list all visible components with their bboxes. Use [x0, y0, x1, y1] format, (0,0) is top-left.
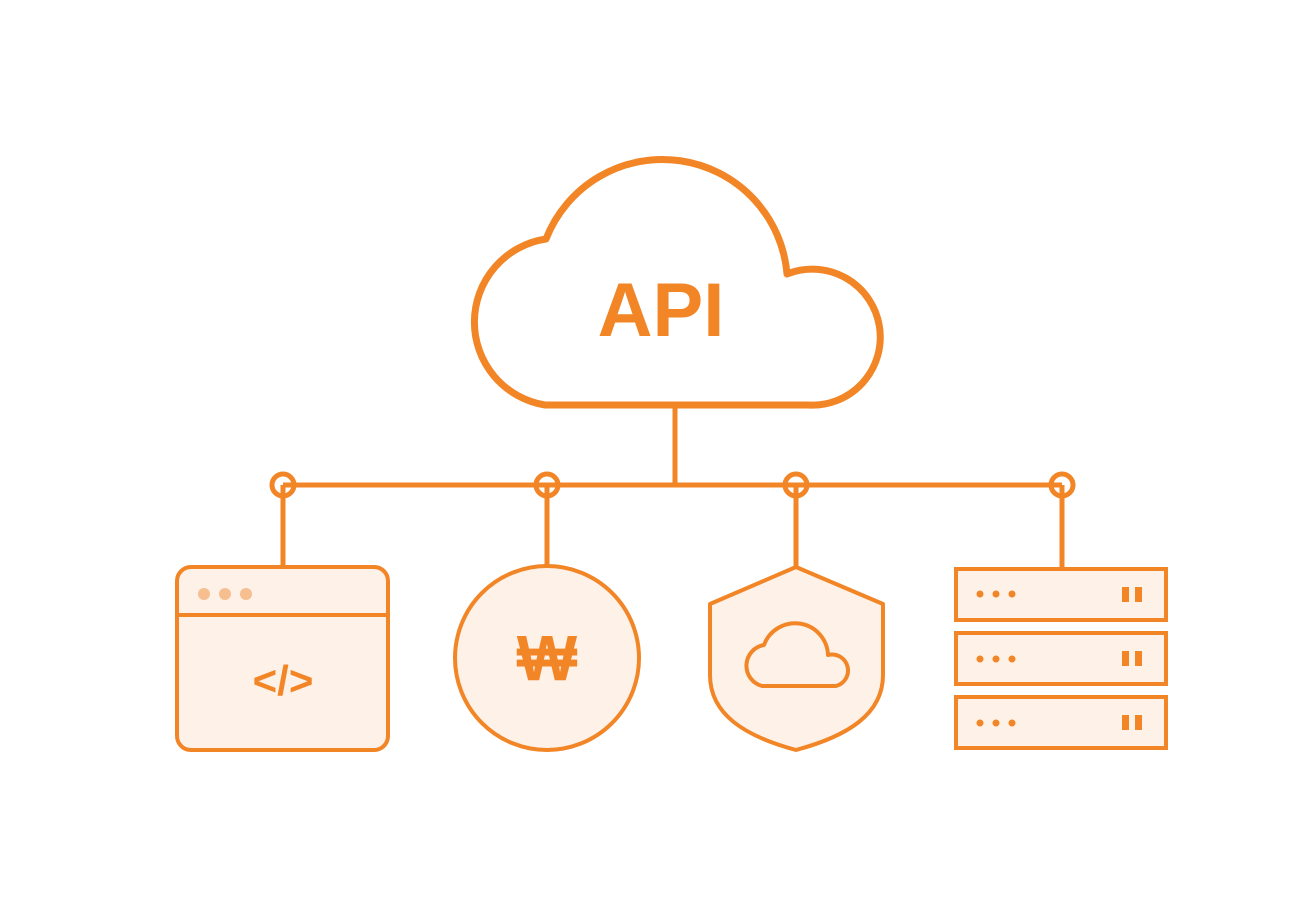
server-unit [954, 631, 1168, 686]
server-unit [954, 695, 1168, 750]
junction-node [1048, 471, 1076, 499]
window-dot-icon [219, 588, 231, 600]
server-unit [954, 567, 1168, 622]
server-rack-icon [954, 567, 1168, 750]
cloud-security-shield-icon [708, 565, 885, 752]
currency-coin-icon: ₩ [453, 564, 641, 752]
currency-symbol: ₩ [517, 622, 578, 694]
window-dot-icon [198, 588, 210, 600]
browser-code-window-icon: </> [175, 565, 390, 752]
code-symbol: </> [253, 657, 314, 704]
junction-node [782, 471, 810, 499]
api-label: API [598, 268, 725, 353]
junction-node [269, 471, 297, 499]
api-cloud: API [470, 156, 884, 409]
junction-node [533, 471, 561, 499]
cloud-icon [744, 621, 850, 688]
connector-lines [280, 405, 1065, 569]
window-dot-icon [240, 588, 252, 600]
junction-nodes [269, 471, 1076, 499]
